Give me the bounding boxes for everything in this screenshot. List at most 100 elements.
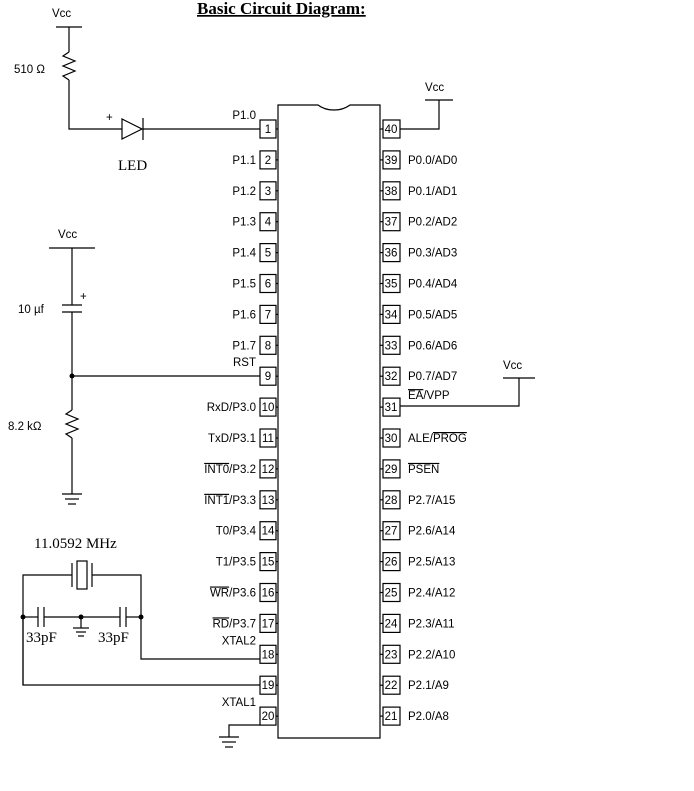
pin-label: XTAL1 [222,697,256,709]
pin-label: P0.6/AD6 [408,340,457,352]
pin-label: EA/VPP [408,390,450,402]
vcc-label-40: Vcc [425,82,444,94]
pin-label: P2.5/A13 [408,557,455,569]
pin-number: 36 [385,248,398,260]
pin-number: 20 [262,711,275,723]
vcc-pin40: Vcc [400,82,453,130]
pin-box [382,490,401,510]
pin-box [382,335,401,355]
pin-number: 34 [385,309,398,321]
pin-label: P2.7/A15 [408,495,455,507]
vcc-label-reset: Vcc [58,229,77,241]
pin-box [382,459,401,479]
pin-number: 24 [385,618,398,630]
pin-number: 9 [265,371,271,383]
vcc-label-led: Vcc [52,8,71,20]
pin-label: P0.7/AD7 [408,371,457,383]
capacitor-10uf [62,304,82,313]
svg-text:+: + [80,291,87,303]
capacitor-33pf-right-label: 33pF [98,630,129,646]
pin-label: P1.7 [232,340,256,352]
pin-number: 35 [385,279,398,291]
pin-box [382,243,401,263]
pin-number: 32 [385,371,398,383]
pin-number: 13 [262,495,275,507]
pin-number: 2 [265,155,271,167]
pin-box [382,366,401,386]
pin-label: WR/P3.6 [210,588,256,600]
pin-box [382,150,401,170]
left-pin-group: 1P1.02P1.13P1.24P1.35P1.46P1.57P1.68P1.7… [204,110,278,726]
pin-number: 18 [262,649,275,661]
pin-label: RxD/P3.0 [207,402,256,414]
reset-circuit: Vcc + 10 µf 8.2 kΩ [8,229,260,505]
pin-label: P1.2 [232,186,256,198]
crystal-circuit: 11.0592 MHz 33pF 33pF [20,536,260,686]
pin-number: 16 [262,588,275,600]
led-circuit: Vcc 510 Ω + LED [14,8,260,174]
right-pin-group: 40 39 P0.0/AD0 38 P0.1/AD1 37 P0.2/AD2 36 P0.3/A… [380,119,467,726]
ground-icon [219,736,239,748]
pin-number: 19 [262,680,275,692]
pin-number: 14 [262,526,275,538]
pin-number: 1 [265,124,271,136]
pin-label: RST [233,357,256,369]
pin-label: RD/P3.7 [213,618,257,630]
pin-number: 10 [262,402,275,414]
capacitor-33pf-right [119,607,127,627]
crystal-icon [76,560,88,590]
pin-label: P1.5 [232,279,256,291]
pin-label: P2.3/A11 [408,618,454,630]
pin-box [382,273,401,294]
ic-chip [277,104,381,739]
pin-label: P0.1/AD1 [408,186,457,198]
pin-label: P0.0/AD0 [408,155,457,167]
pin-number: 28 [385,495,398,507]
pin-number: 3 [265,186,271,198]
diagram-title: Basic Circuit Diagram: [197,0,366,18]
pin-number: 21 [385,711,398,723]
pin-number: 31 [385,402,398,414]
pin-number: 11 [262,433,274,445]
pin-number: 40 [385,124,398,136]
led-icon [121,118,144,140]
led-label: LED [118,158,147,174]
pin-number: 6 [265,279,271,291]
pin-number: 30 [385,433,398,445]
pin-label: P0.4/AD4 [408,279,458,291]
pin-number: 39 [385,155,398,167]
svg-text:+: + [106,112,113,124]
pin-box [382,304,401,324]
pin-number: 5 [265,248,271,260]
pin-number: 38 [385,186,398,198]
pin-label: T1/P3.5 [216,557,256,569]
capacitor-33pf-left [37,607,45,627]
pin-number: 17 [262,618,275,630]
pin-label: TxD/P3.1 [208,433,256,445]
pin-label: XTAL2 [222,635,256,647]
pin-label: P2.2/A10 [408,649,455,661]
pin-box [382,181,401,201]
pin-number: 4 [265,217,272,229]
pin-number: 22 [385,680,398,692]
pin-label: P1.1 [232,155,256,167]
pin-box [382,644,401,664]
pin-label: P0.2/AD2 [408,217,457,229]
resistor-8k2-label: 8.2 kΩ [8,421,42,433]
pin-number: 12 [262,464,275,476]
pin-number: 26 [385,557,398,569]
resistor-510 [61,51,77,81]
capacitor-33pf-left-label: 33pF [26,630,57,646]
pin-box [382,551,401,572]
pin-number: 37 [385,217,398,229]
pin-number: 23 [385,649,398,661]
pin-label: P1.0 [232,110,256,122]
pin-label: P0.3/AD3 [408,248,457,260]
pin-box [382,582,401,603]
crystal-label: 11.0592 MHz [34,536,117,552]
pin-box [382,521,401,541]
pin-label: P1.3 [232,217,256,229]
pin-box [382,428,401,448]
capacitor-10uf-label: 10 µf [18,304,45,316]
